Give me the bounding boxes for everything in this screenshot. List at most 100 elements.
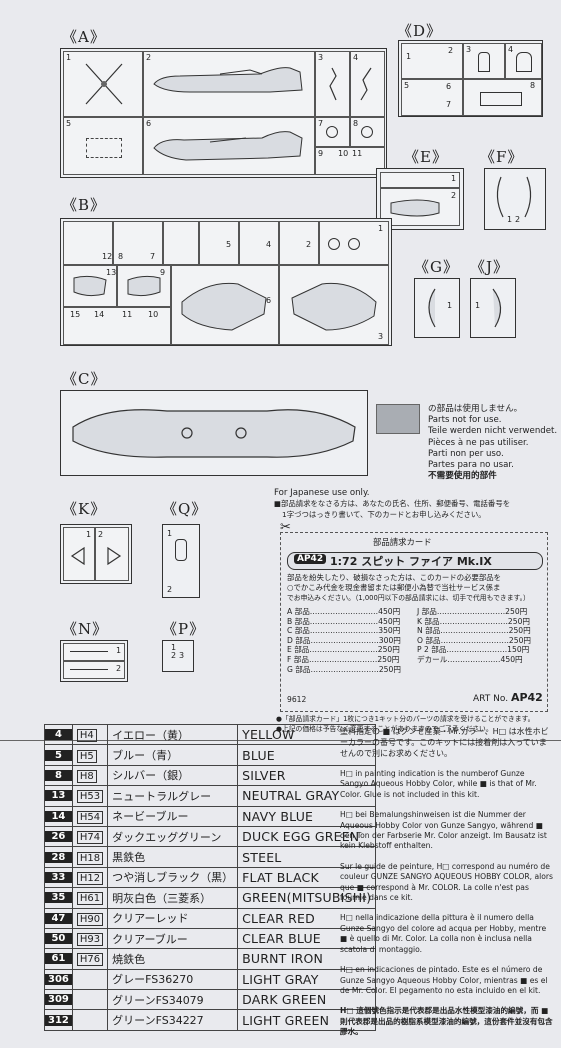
- not-for-use-line: の部品は使用しません。: [428, 404, 523, 414]
- fuselage-half-part: [153, 67, 303, 93]
- wing-upper-part: [291, 282, 377, 331]
- part-number: 1: [66, 53, 72, 62]
- mr-color-code: 33: [45, 871, 72, 883]
- part-number: 1: [86, 530, 92, 539]
- mr-color-code-cell: 309: [44, 989, 73, 1011]
- hobby-color-cell: H5: [71, 744, 109, 766]
- part-number: 2: [515, 215, 521, 224]
- part-b-empty-cell: [163, 221, 199, 265]
- part-number: 6: [266, 296, 272, 305]
- mr-color-code-cell: 61: [44, 948, 73, 970]
- card-code: 9612: [287, 695, 307, 704]
- part-d-cell-5: 5 6 7: [401, 79, 463, 116]
- mr-color-code-cell: 8: [44, 764, 73, 787]
- part-b8-cell: 8 7: [113, 221, 163, 265]
- part-number: 3: [378, 332, 384, 341]
- mr-color-code-cell: 50: [44, 927, 73, 950]
- price-row: O 部品………………………250円: [417, 635, 532, 645]
- section-label-j: 《J》: [470, 258, 510, 276]
- part-number: 11: [122, 310, 133, 319]
- color-name-en: FLAT BLACK: [237, 866, 377, 889]
- art-no: ART No. AP42: [473, 691, 543, 704]
- color-name-jp: シルバー（銀）: [107, 764, 239, 787]
- color-name-jp: 焼鉄色: [107, 948, 239, 970]
- card-title: 部品請求カード: [373, 537, 432, 547]
- price-row: K 部品………………………250円: [417, 616, 531, 626]
- part-n1-cell: 1: [63, 643, 125, 661]
- sprue-c-frame: [60, 390, 368, 476]
- part-b4-cell: 4: [239, 221, 279, 265]
- scissors-icon: ✂: [280, 520, 291, 535]
- not-for-use-swatch: [376, 404, 420, 434]
- section-label-k: 《K》: [62, 500, 107, 518]
- mr-color-code: 28: [45, 851, 72, 863]
- part-b2-cell: 2: [279, 221, 319, 265]
- color-name-jp: ダックエッググリーン: [107, 825, 239, 848]
- mr-color-code-cell: 5: [44, 744, 73, 766]
- mr-color-code-cell: 28: [44, 846, 73, 868]
- part-b6-cell: 6: [171, 265, 279, 345]
- card-text-line: ○でかこみ代金を現金書留または郵便小為替で当社サービス係ま: [287, 583, 501, 592]
- hobby-color-cell: H61: [71, 887, 109, 909]
- section-label-p: 《P》: [162, 620, 206, 638]
- part-number: 11: [352, 149, 363, 158]
- part-number: 1: [116, 646, 122, 655]
- part-number: 3: [318, 53, 324, 62]
- part-b9-cell: 9: [117, 265, 171, 307]
- mr-color-code: 61: [45, 953, 72, 965]
- part-k1-cell: 1: [63, 527, 95, 581]
- price-row: D 部品………………………300円: [287, 635, 401, 645]
- part-a7-cell: 7: [315, 117, 350, 147]
- part-number: 1: [406, 52, 412, 61]
- wheel-part: [326, 126, 338, 138]
- not-for-use-text: の部品は使用しません。 Parts not for use. Teile wer…: [428, 404, 557, 482]
- part-number: 3: [179, 651, 185, 660]
- sprue-j-frame: 1: [470, 278, 516, 338]
- order-footer-line: ●上記の価格は予告なく変更することがありますのでご了承ください。: [276, 725, 493, 733]
- color-name-jp: ネービーブルー: [107, 805, 239, 827]
- part-number: 1: [451, 174, 457, 183]
- section-label-g: 《G》: [414, 258, 459, 276]
- wheel-well-part: [107, 546, 122, 566]
- part-d-cell-4: 4: [505, 43, 542, 79]
- color-name-jp: イエロー（黄）: [107, 723, 239, 746]
- part-e2-cell: 2: [380, 188, 460, 226]
- canopy-part: [428, 288, 436, 328]
- canopy-part: [492, 288, 502, 328]
- part-number: 4: [508, 45, 514, 54]
- color-name-jp: 明灰白色（三菱系）: [107, 887, 239, 909]
- sprue-e-frame: 1 2: [376, 168, 464, 230]
- part-b13-cell: 13: [63, 265, 117, 307]
- mr-color-code-cell: 14: [44, 805, 73, 827]
- kit-code-badge: AP42: [294, 554, 327, 564]
- mr-color-code: 8: [45, 769, 72, 781]
- hobby-color-code: H54: [76, 810, 104, 824]
- mr-color-code: 50: [45, 933, 72, 945]
- hobby-color-cell: H4: [71, 723, 109, 746]
- flat-plate-part: [86, 138, 122, 158]
- color-name-jp: クリアーブルー: [107, 927, 239, 950]
- section-label-c: 《C》: [62, 370, 107, 388]
- sprue-g-frame: 1: [414, 278, 460, 338]
- wheel-part: [361, 126, 373, 138]
- card-text-line: 部品を紛失したり、破損なさった方は、このカードの必要部品を: [287, 573, 502, 582]
- part-number: 7: [150, 252, 156, 261]
- cowling-part: [73, 275, 107, 297]
- part-e1-cell: 1: [380, 172, 460, 188]
- color-name-en: NEUTRAL GRAY: [237, 785, 377, 807]
- order-instruction-line: ■部品請求をなさる方は、あなたの氏名、住所、郵便番号、電話番号を: [274, 499, 511, 508]
- paint-note-es: H□ en indicaciones de pintado. Este es e…: [340, 965, 548, 995]
- sprue-k-frame: 1 2: [60, 524, 132, 584]
- cowling-part: [127, 275, 161, 297]
- part-number: 1: [378, 224, 384, 233]
- part-number: 15: [70, 310, 81, 319]
- mr-color-code-cell: 4: [44, 723, 73, 746]
- part-b3-cell: 3: [279, 265, 389, 345]
- hobby-color-code: H5: [76, 749, 97, 763]
